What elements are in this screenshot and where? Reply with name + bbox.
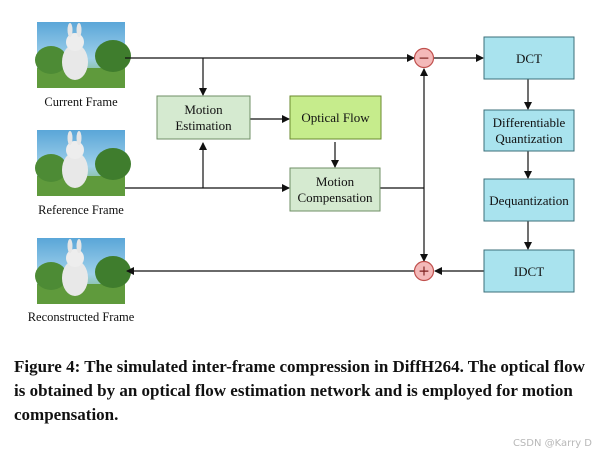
current-frame-image (35, 22, 131, 88)
motion-estimation-block: Motion Estimation (156, 95, 251, 140)
motion-estimation-label-line2: Estimation (175, 118, 232, 133)
quantization-label-line2: Quantization (495, 131, 563, 146)
dequantization-block: Dequantization (483, 178, 575, 222)
quantization-label-line1: Differentiable (493, 115, 566, 130)
figure-caption: Figure 4: The simulated inter-frame comp… (14, 357, 585, 424)
motion-compensation-label-line1: Motion (316, 174, 355, 189)
connectors (125, 54, 532, 275)
optical-flow-label: Optical Flow (301, 110, 370, 125)
reference-frame-image (35, 130, 131, 196)
idct-label: IDCT (514, 264, 544, 279)
watermark: CSDN @Karry D (512, 438, 592, 449)
dct-block: DCT (483, 36, 575, 80)
optical-flow-block: Optical Flow (289, 95, 382, 140)
compression-diagram: Current Frame Reference Frame Reconstruc… (28, 22, 575, 324)
dct-label: DCT (516, 51, 542, 66)
motion-compensation-block: Motion Compensation (289, 167, 381, 212)
reference-frame-label: Reference Frame (38, 203, 124, 217)
reconstructed-frame-image (35, 238, 131, 304)
quantization-block: Differentiable Quantization (483, 109, 575, 152)
subtract-symbol: − (418, 51, 430, 67)
current-frame-label: Current Frame (44, 95, 118, 109)
dequantization-label: Dequantization (489, 193, 569, 208)
motion-compensation-label-line2: Compensation (297, 190, 373, 205)
reconstructed-frame-label: Reconstructed Frame (28, 310, 135, 324)
idct-block: IDCT (483, 249, 575, 293)
motion-estimation-label-line1: Motion (184, 102, 223, 117)
add-symbol: + (418, 264, 430, 280)
subtract-operator: − (413, 47, 435, 69)
add-operator: + (413, 260, 435, 282)
